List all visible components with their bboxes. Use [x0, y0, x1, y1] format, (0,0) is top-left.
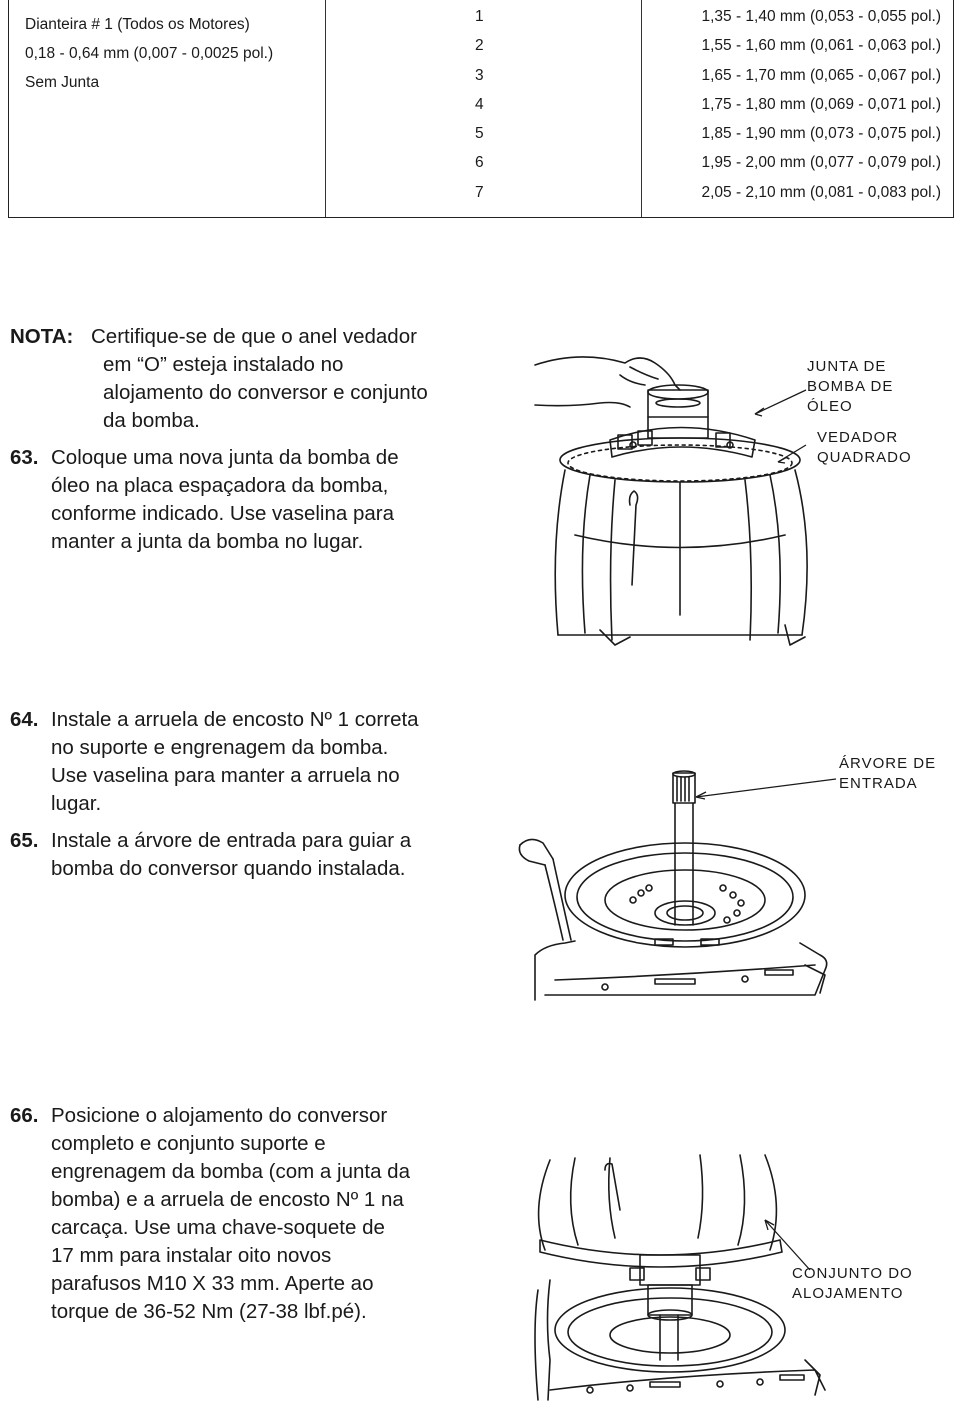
- callout-leader-input-shaft: [690, 775, 840, 805]
- housing-assembly-illustration: [520, 1150, 830, 1405]
- step-line: bomba do conversor quando instalada.: [51, 857, 406, 880]
- step-line: engrenagem da bomba (com a junta da: [51, 1160, 410, 1183]
- table-thickness-value: 1,65 - 1,70 mm (0,065 - 0,067 pol.): [701, 66, 941, 84]
- note-line: em “O” esteja instalado no: [103, 353, 344, 376]
- step-line: conforme indicado. Use vaselina para: [51, 502, 394, 525]
- callout-line: ALOJAMENTO: [792, 1285, 904, 1302]
- table-washer-number-cell: 1 2 3 4 5 6 7: [475, 2, 484, 207]
- callout-line: ÓLEO: [807, 398, 853, 415]
- step-65: 65. Instale a árvore de entrada para gui…: [10, 827, 411, 883]
- table-thickness-value: 1,95 - 2,00 mm (0,077 - 0,079 pol.): [701, 154, 941, 172]
- step-text: Instale a arruela de encosto Nº 1 corret…: [10, 706, 419, 818]
- table-thickness-value: 1,75 - 1,80 mm (0,069 - 0,071 pol.): [701, 95, 941, 113]
- callout-line: BOMBA DE: [807, 378, 894, 395]
- step-line: completo e conjunto suporte e: [51, 1132, 326, 1155]
- table-description-line: 0,18 - 0,64 mm (0,007 - 0,0025 pol.): [25, 45, 274, 62]
- step-line: óleo na placa espaçadora da bomba,: [51, 474, 389, 497]
- step-line: bomba) e a arruela de encosto Nº 1 na: [51, 1188, 404, 1211]
- table-description-line: Sem Junta: [25, 74, 100, 91]
- callout-line: ÁRVORE DE: [839, 755, 937, 772]
- callout-line: JUNTA DE: [807, 358, 887, 375]
- callout-gasket: JUNTA DE BOMBA DE ÓLEO: [807, 357, 893, 417]
- note-text: Certifique-se de que o anel vedador em “…: [10, 323, 428, 435]
- step-number: 64.: [10, 708, 39, 731]
- step-number: 66.: [10, 1104, 39, 1127]
- step-64: 64. Instale a arruela de encosto Nº 1 co…: [10, 706, 419, 818]
- callout-input-shaft: ÁRVORE DE ENTRADA: [839, 754, 936, 794]
- step-line: Use vaselina para manter a arruela no: [51, 764, 400, 787]
- table-washer-number: 7: [475, 183, 484, 201]
- callout-seal: VEDADOR QUADRADO: [817, 428, 912, 468]
- table-washer-number: 2: [475, 37, 484, 55]
- step-66: 66. Posicione o alojamento do conversor …: [10, 1102, 410, 1326]
- table-washer-number: 3: [475, 66, 484, 84]
- callout-line: ENTRADA: [839, 775, 918, 792]
- spec-table: Dianteira # 1 (Todos os Motores) 0,18 - …: [8, 0, 954, 218]
- step-number: 65.: [10, 829, 39, 852]
- step-line: torque de 36-52 Nm (27-38 lbf.pé).: [51, 1300, 367, 1323]
- step-line: no suporte e engrenagem da bomba.: [51, 736, 389, 759]
- note-block: NOTA: Certifique-se de que o anel vedado…: [10, 323, 428, 435]
- step-line: lugar.: [51, 792, 102, 815]
- callout-housing: CONJUNTO DO ALOJAMENTO: [792, 1264, 913, 1304]
- note-line: alojamento do conversor e conjunto: [103, 381, 428, 404]
- step-line: 17 mm para instalar oito novos: [51, 1244, 332, 1267]
- step-line: Coloque uma nova junta da bomba de: [51, 446, 399, 469]
- note-line: Certifique-se de que o anel vedador: [91, 325, 417, 348]
- step-line: manter a junta da bomba no lugar.: [51, 530, 364, 553]
- step-line: parafusos M10 X 33 mm. Aperte ao: [51, 1272, 374, 1295]
- step-line: carcaça. Use uma chave-soquete de: [51, 1216, 385, 1239]
- step-text: Posicione o alojamento do conversor comp…: [10, 1102, 410, 1326]
- input-shaft-illustration: [515, 765, 845, 1005]
- table-thickness-value: 2,05 - 2,10 mm (0,081 - 0,083 pol.): [701, 183, 941, 201]
- callout-line: QUADRADO: [817, 449, 912, 466]
- step-text: Instale a árvore de entrada para guiar a…: [10, 827, 411, 883]
- step-63: 63. Coloque uma nova junta da bomba de ó…: [10, 444, 399, 556]
- note-line: da bomba.: [103, 409, 200, 432]
- table-thickness-value: 1,85 - 1,90 mm (0,073 - 0,075 pol.): [701, 125, 941, 143]
- table-washer-number: 4: [475, 95, 484, 113]
- table-thickness-cell: 1,35 - 1,40 mm (0,053 - 0,055 pol.) 1,55…: [701, 2, 941, 207]
- table-washer-number: 1: [475, 8, 484, 25]
- note-label: NOTA:: [10, 325, 74, 348]
- step-text: Coloque uma nova junta da bomba de óleo …: [10, 444, 399, 556]
- step-number: 63.: [10, 446, 39, 469]
- pump-gasket-illustration: [530, 345, 830, 655]
- callout-line: VEDADOR: [817, 429, 899, 446]
- callout-leader-housing: [735, 1210, 825, 1275]
- table-washer-number: 6: [475, 154, 484, 172]
- table-washer-number: 5: [475, 125, 484, 143]
- step-line: Instale a arruela de encosto Nº 1 corret…: [51, 708, 419, 731]
- callout-leader-gasket: [740, 380, 820, 470]
- callout-line: CONJUNTO DO: [792, 1265, 913, 1282]
- table-description-cell: Dianteira # 1 (Todos os Motores) 0,18 - …: [25, 10, 273, 97]
- table-column-divider: [641, 0, 642, 217]
- step-line: Instale a árvore de entrada para guiar a: [51, 829, 412, 852]
- table-thickness-value: 1,55 - 1,60 mm (0,061 - 0,063 pol.): [701, 37, 941, 55]
- table-column-divider: [325, 0, 326, 217]
- step-line: Posicione o alojamento do conversor: [51, 1104, 388, 1127]
- table-thickness-value: 1,35 - 1,40 mm (0,053 - 0,055 pol.): [701, 8, 941, 25]
- table-description-line: Dianteira # 1 (Todos os Motores): [25, 16, 250, 33]
